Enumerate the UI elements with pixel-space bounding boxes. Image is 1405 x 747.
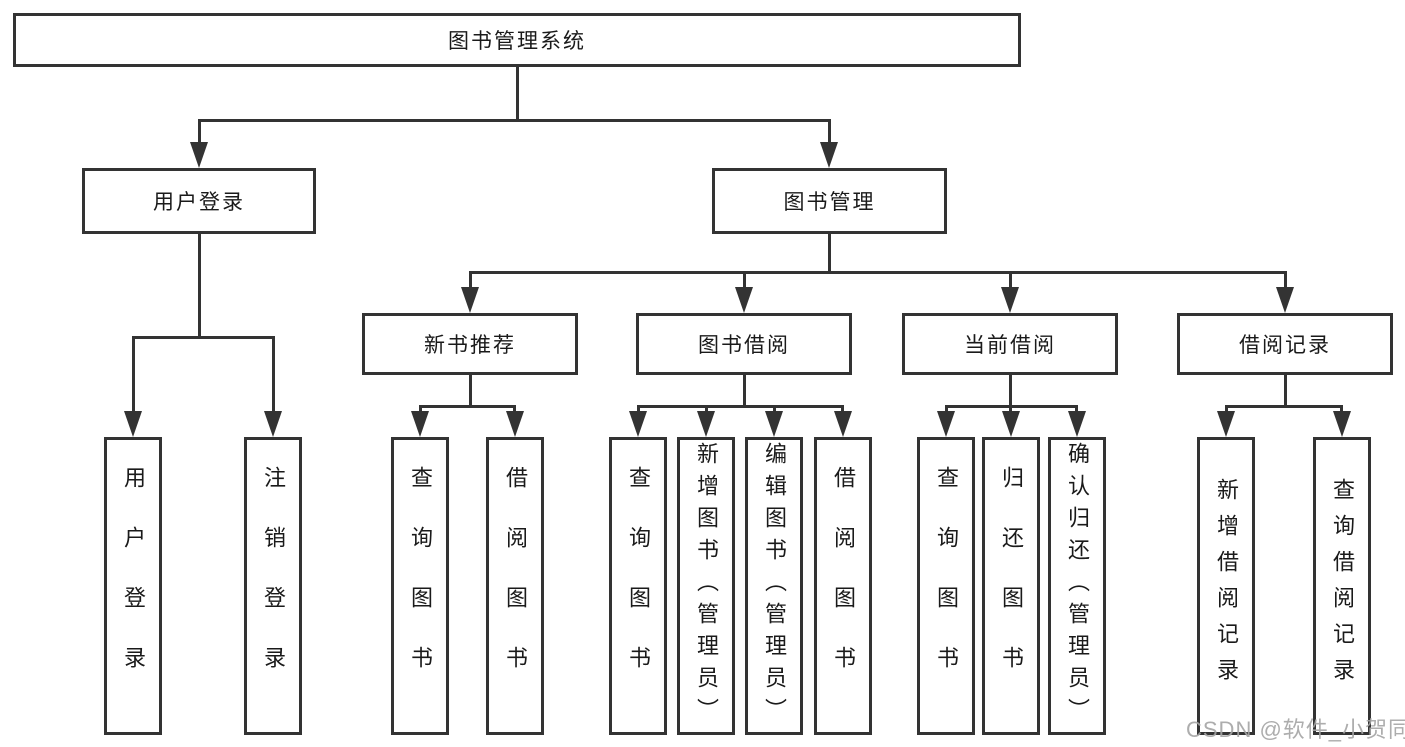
connector-arrow: [506, 411, 524, 437]
csdn-watermark: CSDN @软件_小贺同学: [1186, 717, 1405, 742]
connector-line: [773, 405, 776, 413]
connector-arrow: [1002, 411, 1020, 437]
leaf-borrow-books-recommend: 借阅图书: [486, 437, 544, 735]
node-user-login: 用户登录: [82, 168, 316, 234]
connector-line: [469, 375, 472, 407]
connector-line: [132, 336, 135, 413]
connector-arrow: [820, 142, 838, 168]
connector-arrow: [1217, 411, 1235, 437]
connector-line: [1009, 271, 1012, 289]
leaf-edit-book-admin-label: 编辑图书（管理员）: [762, 442, 787, 730]
leaf-user-login-label: 用户登录: [121, 466, 146, 706]
connector-arrow: [697, 411, 715, 437]
leaf-query-books-current: 查询图书: [917, 437, 975, 735]
leaf-return-book: 归还图书: [982, 437, 1040, 735]
leaf-query-books-borrowing: 查询图书: [609, 437, 667, 735]
connector-line: [513, 405, 516, 413]
connector-line: [1340, 405, 1343, 413]
leaf-confirm-return-admin: 确认归还（管理员）: [1048, 437, 1106, 735]
node-book-management: 图书管理: [712, 168, 947, 234]
leaf-borrow-books: 借阅图书: [814, 437, 872, 735]
connector-arrow: [1276, 287, 1294, 313]
connector-arrow: [1068, 411, 1086, 437]
connector-line: [705, 405, 708, 413]
leaf-return-book-label: 归还图书: [999, 466, 1024, 706]
node-borrowing-records-label: 借阅记录: [1239, 334, 1331, 357]
connector-arrow: [411, 411, 429, 437]
connector-line: [198, 119, 831, 122]
leaf-add-book-admin: 新增图书（管理员）: [677, 437, 735, 735]
leaf-edit-book-admin: 编辑图书（管理员）: [745, 437, 803, 735]
leaf-query-books-recommend-label: 查询图书: [408, 466, 433, 706]
connector-line: [1075, 405, 1078, 413]
connector-line: [419, 405, 422, 413]
connector-line: [637, 405, 844, 408]
connector-line: [637, 405, 640, 413]
connector-line: [1009, 405, 1012, 413]
node-book-borrowing-label: 图书借阅: [698, 334, 790, 357]
leaf-user-login: 用户登录: [104, 437, 162, 735]
connector-line: [1009, 375, 1012, 407]
connector-line: [198, 234, 201, 338]
connector-line: [198, 119, 201, 146]
connector-arrow: [1333, 411, 1351, 437]
leaf-confirm-return-admin-label: 确认归还（管理员）: [1065, 442, 1090, 730]
connector-line: [516, 67, 519, 121]
connector-arrow: [834, 411, 852, 437]
node-new-book-recommend: 新书推荐: [362, 313, 578, 375]
connector-line: [743, 375, 746, 407]
leaf-query-borrow-record-label: 查询借阅记录: [1330, 478, 1355, 694]
leaf-add-book-admin-label: 新增图书（管理员）: [694, 442, 719, 730]
node-library-system-label: 图书管理系统: [448, 30, 586, 53]
connector-arrow: [765, 411, 783, 437]
node-borrowing-records: 借阅记录: [1177, 313, 1393, 375]
connector-line: [272, 336, 275, 413]
connector-line: [469, 271, 472, 289]
connector-line: [828, 119, 831, 146]
connector-arrow: [461, 287, 479, 313]
leaf-query-borrow-record: 查询借阅记录: [1313, 437, 1371, 735]
connector-arrow: [735, 287, 753, 313]
node-current-borrowing-label: 当前借阅: [964, 334, 1056, 357]
node-user-login-label: 用户登录: [153, 191, 245, 214]
leaf-borrow-books-recommend-label: 借阅图书: [503, 466, 528, 706]
connector-arrow: [629, 411, 647, 437]
connector-line: [1284, 375, 1287, 407]
node-new-book-recommend-label: 新书推荐: [424, 334, 516, 357]
connector-line: [132, 336, 275, 339]
leaf-query-books-current-label: 查询图书: [934, 466, 959, 706]
leaf-logout-label: 注销登录: [261, 466, 286, 706]
connector-line: [1284, 271, 1287, 289]
connector-arrow: [124, 411, 142, 437]
connector-line: [945, 405, 948, 413]
connector-line: [828, 234, 831, 273]
connector-arrow: [937, 411, 955, 437]
node-library-system: 图书管理系统: [13, 13, 1021, 67]
node-current-borrowing: 当前借阅: [902, 313, 1118, 375]
node-book-borrowing: 图书借阅: [636, 313, 852, 375]
connector-line: [1225, 405, 1343, 408]
leaf-query-books-recommend: 查询图书: [391, 437, 449, 735]
connector-line: [419, 405, 516, 408]
connector-arrow: [1001, 287, 1019, 313]
connector-arrow: [190, 142, 208, 168]
connector-line: [743, 271, 746, 289]
leaf-add-borrow-record-label: 新增借阅记录: [1214, 478, 1239, 694]
leaf-borrow-books-label: 借阅图书: [831, 466, 856, 706]
leaf-add-borrow-record: 新增借阅记录: [1197, 437, 1255, 735]
connector-line: [469, 271, 1286, 274]
node-book-management-label: 图书管理: [783, 191, 876, 214]
leaf-query-books-borrowing-label: 查询图书: [626, 466, 651, 706]
connector-line: [841, 405, 844, 413]
leaf-logout: 注销登录: [244, 437, 302, 735]
connector-arrow: [264, 411, 282, 437]
connector-line: [1225, 405, 1228, 413]
